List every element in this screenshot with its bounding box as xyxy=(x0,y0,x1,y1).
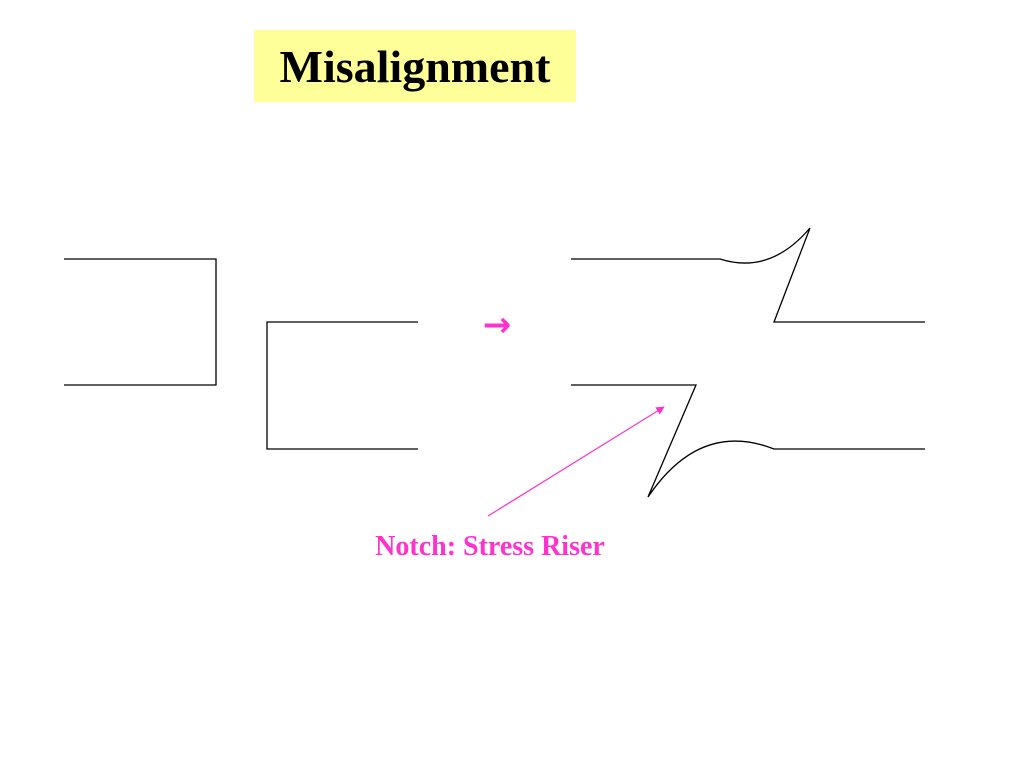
notch-label: Notch: Stress Riser xyxy=(375,531,605,562)
joined-bottom-profile xyxy=(571,384,925,498)
joined-top-profile xyxy=(571,227,925,323)
transition-arrow: → xyxy=(483,305,512,345)
notch-pointer-line xyxy=(487,406,665,517)
slide-title-text: Misalignment xyxy=(279,40,551,92)
slide-title: Misalignment xyxy=(254,30,576,102)
left-bar-end xyxy=(64,258,217,386)
right-bar-end xyxy=(266,321,418,450)
